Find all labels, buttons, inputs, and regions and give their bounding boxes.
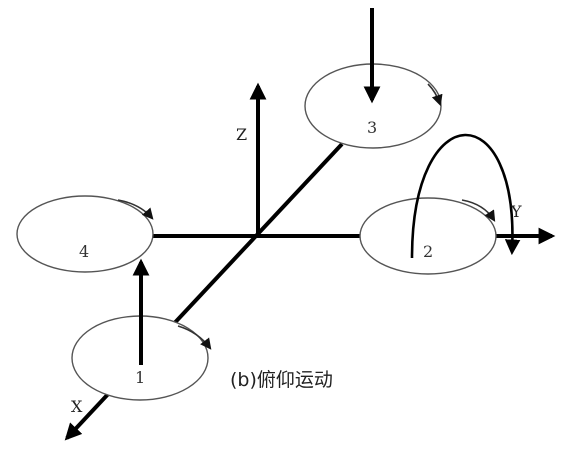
rotor-2-label: 2 [423, 242, 433, 261]
rotor-3-label: 3 [367, 118, 377, 137]
rotor-4-label: 4 [79, 242, 89, 261]
rotor-2 [359, 197, 497, 275]
y-axis-label: Y [510, 202, 522, 221]
rotor-1-spin-arrow-icon [177, 325, 212, 350]
rotor-4 [16, 195, 154, 273]
rotor-1-label: 1 [135, 368, 145, 387]
rotor-4-spin-arrow-icon [117, 199, 154, 220]
rotor-2-spin-arrow-icon [461, 199, 496, 222]
x-axis-label: X [71, 397, 83, 416]
z-axis-label: Z [236, 125, 247, 144]
pitch-moment-arrow-icon [410, 133, 521, 259]
figure-caption: (b)俯仰运动 [230, 369, 333, 391]
rotor-3-spin-arrow-icon [427, 83, 443, 107]
